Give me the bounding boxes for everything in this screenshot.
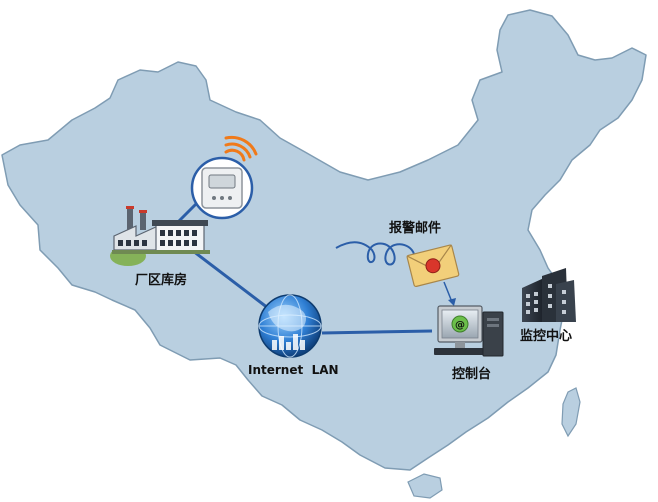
map-island-hainan — [407, 473, 443, 499]
link-globe-console — [321, 329, 433, 335]
label-factory: 厂区库房 — [135, 272, 187, 288]
sensor-device — [190, 135, 258, 220]
factory-icon — [112, 206, 210, 254]
globe-icon — [258, 294, 322, 358]
map-island-taiwan — [561, 387, 581, 438]
label-monitor-center: 监控中心 — [520, 328, 572, 344]
label-network: Internet LAN — [248, 363, 339, 377]
china-map — [1, 9, 647, 499]
squiggle-line — [335, 241, 415, 266]
building-icon — [522, 268, 576, 322]
sensor-device-icon — [201, 167, 243, 209]
map-outline — [1, 9, 647, 471]
computer-icon: @ — [434, 305, 504, 357]
mail-arrow — [443, 281, 456, 306]
envelope-icon — [406, 244, 460, 288]
screen-at-icon: @ — [455, 320, 465, 331]
label-alarm-mail: 报警邮件 — [389, 220, 441, 236]
wireless-signal-icon — [224, 135, 258, 162]
label-console: 控制台 — [452, 366, 491, 382]
